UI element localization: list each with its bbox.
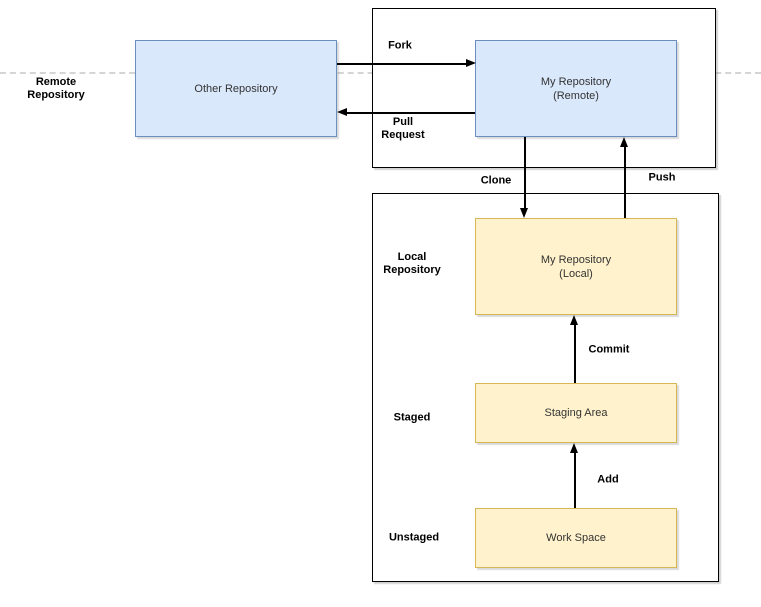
push-edge-label: Push	[648, 171, 676, 184]
staged-lane-label: Staged	[393, 411, 431, 424]
other-repository-node: Other Repository	[135, 40, 337, 137]
clone-edge-label: Clone	[480, 174, 512, 187]
fork-edge-label: Fork	[388, 39, 412, 52]
pull-request-arrow-line	[347, 112, 475, 114]
work-space-node: Work Space	[475, 508, 677, 568]
clone-arrowhead-icon	[520, 208, 528, 218]
push-arrowhead-icon	[620, 137, 628, 147]
local-repository-lane-label: Local Repository	[383, 251, 441, 276]
fork-arrow-line	[337, 63, 466, 65]
add-arrow-line	[574, 452, 576, 508]
add-edge-label: Add	[597, 473, 619, 486]
remote-repository-lane-label: Remote Repository	[27, 76, 85, 101]
unstaged-lane-label: Unstaged	[388, 531, 440, 544]
commit-edge-label: Commit	[588, 343, 630, 356]
pull-request-edge-label: Pull Request	[381, 116, 425, 141]
commit-arrowhead-icon	[570, 315, 578, 325]
fork-arrowhead-icon	[466, 59, 476, 67]
pull-request-arrowhead-icon	[337, 108, 347, 116]
my-repository-local-node: My Repository (Local)	[475, 218, 677, 315]
clone-arrow-line	[524, 137, 526, 209]
my-repository-remote-node: My Repository (Remote)	[475, 40, 677, 137]
commit-arrow-line	[574, 324, 576, 383]
push-arrow-line	[624, 146, 626, 218]
staging-area-node: Staging Area	[475, 383, 677, 443]
add-arrowhead-icon	[570, 443, 578, 453]
